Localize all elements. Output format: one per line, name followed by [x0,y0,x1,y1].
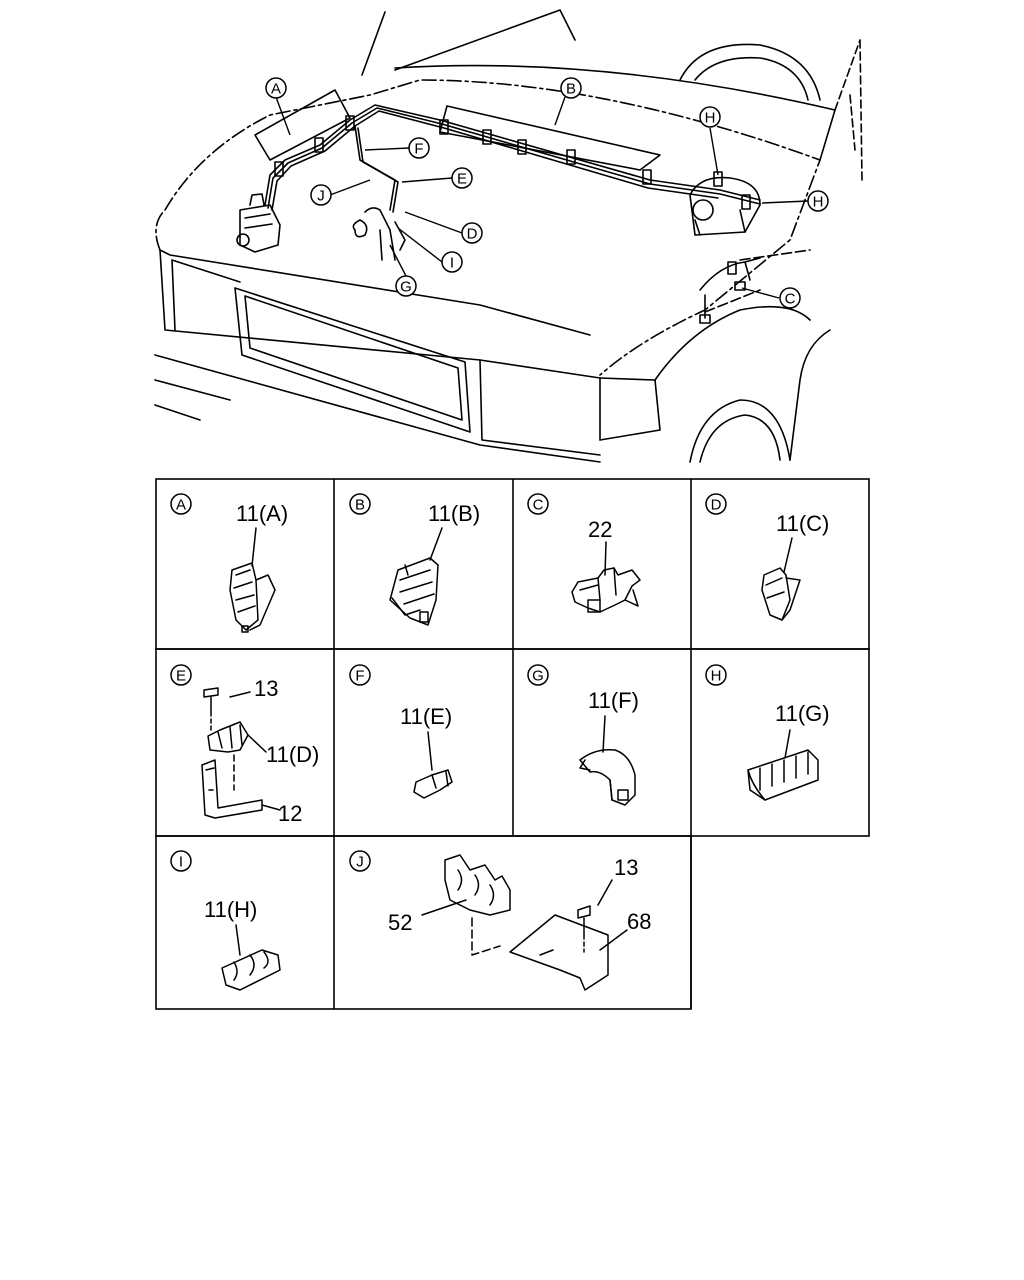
callout-i-label: I [450,255,454,272]
panel-j-letter [349,850,371,872]
panel-e-letter-text: E [176,668,186,685]
clip-22-drawing [571,541,641,613]
part-label-f: 11(E) [400,704,452,729]
callout-j [310,184,332,206]
brake-pipe [264,104,761,206]
callout-b [560,77,582,99]
callout-e [451,167,473,189]
detail-grid-border-row2 [155,648,870,837]
panel-b-letter-text: B [355,497,365,514]
clip-11e-drawing [413,731,453,799]
hood-outline [164,79,821,376]
clip-11g-drawing [747,729,819,801]
part-label-c: 22 [588,517,612,542]
callout-j-label: J [317,188,325,205]
grille [234,287,471,433]
callout-c [779,287,801,309]
panel-j-letter-text: J [356,854,364,871]
zone-b-box [439,105,661,171]
front-face [159,249,601,441]
bracket-assembly-j-drawing [421,854,628,991]
clip-11b-drawing [389,527,443,626]
callout-g [395,275,417,297]
callout-h-right-label: H [813,194,824,211]
callout-c-label: C [785,291,796,308]
callout-a [265,77,287,99]
part-label-a: 11(A) [236,501,288,526]
part-label-j-52: 52 [388,910,412,935]
vehicle-overview-illustration: A B H H C F E D I G J [154,9,863,463]
part-label-e-12: 12 [278,801,302,826]
callout-a-label: A [271,81,281,98]
part-label-j-68: 68 [627,909,651,934]
a-pillar [834,39,863,181]
callout-h-right [807,190,829,212]
windshield-line [361,9,576,76]
bracket-assembly-e-drawing [201,687,281,819]
panel-d-letter-text: D [711,497,722,514]
callout-d-label: D [467,226,478,243]
panel-g-letter [527,664,549,686]
panel-f-letter [349,664,371,686]
panel-d-letter [705,493,727,515]
callout-f-label: F [414,141,423,158]
zone-a-box [254,89,351,161]
callout-h-top [699,106,721,128]
panel-h-letter [705,664,727,686]
panel-g-letter-text: G [532,668,544,685]
clip-11h-drawing [221,924,281,991]
callout-b-label: B [566,81,576,98]
detail-grid-border-row1 [155,478,870,650]
panel-e-letter [170,664,192,686]
part-label-d: 11(C) [776,511,829,536]
part-label-e-11d: 11(D) [266,742,319,767]
panel-c-letter [527,493,549,515]
part-label-h: 11(G) [775,701,830,726]
part-label-g: 11(F) [588,688,639,713]
callout-e-label: E [457,171,467,188]
part-label-e-13: 13 [254,676,278,701]
clip-11a-drawing [229,527,276,633]
detail-grid-border-row3 [155,835,692,1010]
overview-callouts [265,77,829,309]
panel-c-letter-text: C [533,497,544,514]
callout-f [408,137,430,159]
front-wheel-arch [689,399,791,463]
panel-i-letter-text: I [179,854,183,871]
callout-h-top-label: H [705,110,716,127]
part-label-i: 11(H) [204,897,257,922]
panel-a-letter-text: A [176,497,186,514]
callout-i [441,251,463,273]
panel-i-letter [170,850,192,872]
callout-d [461,222,483,244]
clip-11c-drawing [761,537,801,621]
cowl-line [394,64,836,161]
panel-a-letter [170,493,192,515]
panel-h-letter-text: H [711,668,722,685]
part-label-b: 11(B) [428,501,480,526]
rear-wheel-arch [679,43,821,101]
master-cylinder [689,176,761,236]
callout-g-label: G [400,279,412,296]
panel-b-letter [349,493,371,515]
panel-f-letter-text: F [355,668,364,685]
part-label-j-13: 13 [614,855,638,880]
clip-11f-drawing [579,715,636,806]
